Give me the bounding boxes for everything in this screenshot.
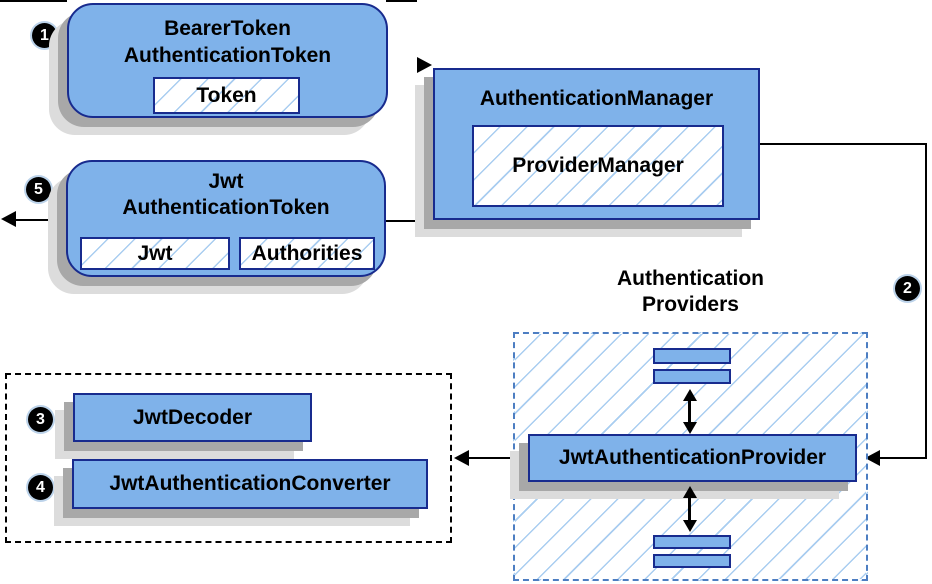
jwt-token-title-line2: AuthenticationToken xyxy=(122,196,330,219)
step-badge-2: 2 xyxy=(895,276,920,301)
manager-to-provider-bottom-line xyxy=(879,457,927,459)
double-arrow-up-icon xyxy=(683,486,697,498)
jwt-decoder-box: JwtDecoder xyxy=(73,393,312,442)
provider-placeholder-bar xyxy=(653,554,731,568)
double-arrow-down-icon xyxy=(683,520,697,532)
step-badge-5: 5 xyxy=(26,177,51,202)
authorities-chip: Authorities xyxy=(239,237,375,270)
arrowhead-left-icon xyxy=(865,450,880,466)
arrowhead-left-icon xyxy=(1,211,16,227)
bearer-to-manager-line xyxy=(386,0,417,2)
step-badge-1: 1 xyxy=(32,23,57,48)
step-badge-3: 3 xyxy=(28,407,53,432)
provider-placeholder-bar xyxy=(653,369,731,384)
jwt-authentication-token-box: Jwt AuthenticationToken Jwt Authorities xyxy=(66,160,386,277)
manager-to-provider-vertical-line xyxy=(925,143,927,459)
authentication-providers-group: JwtAuthenticationProvider xyxy=(513,332,868,581)
manager-to-jwt-token-line xyxy=(386,220,433,222)
jwt-token-out-line xyxy=(15,219,66,221)
jwt-converters-group xyxy=(5,373,452,543)
bearer-token-authentication-token-box: BearerToken AuthenticationToken Token xyxy=(67,3,388,118)
arrowhead-right-icon xyxy=(417,57,432,73)
authentication-manager-title: AuthenticationManager xyxy=(479,87,714,110)
provider-placeholder-bar xyxy=(653,535,731,549)
provider-to-converters-line xyxy=(468,457,521,459)
bearer-token-title-line1: BearerToken xyxy=(164,17,291,40)
double-arrow-shaft xyxy=(688,496,691,522)
bearer-token-title-line2: AuthenticationToken xyxy=(123,44,332,67)
jwt-authentication-provider-box: JwtAuthenticationProvider xyxy=(528,434,857,482)
authentication-providers-title-line2: Providers xyxy=(642,293,739,316)
provider-placeholder-bar xyxy=(653,348,731,364)
incoming-request-line xyxy=(0,0,67,2)
double-arrow-shaft xyxy=(688,399,691,424)
manager-to-provider-top-line xyxy=(760,143,927,145)
double-arrow-down-icon xyxy=(683,422,697,434)
authentication-providers-title-line1: Authentication xyxy=(617,267,764,290)
step-badge-4: 4 xyxy=(28,475,53,500)
jwt-chip: Jwt xyxy=(80,237,230,270)
provider-manager-chip: ProviderManager xyxy=(472,125,724,207)
arrowhead-left-icon xyxy=(454,450,469,466)
token-chip: Token xyxy=(153,77,300,114)
jwt-token-title-line1: Jwt xyxy=(208,170,244,193)
jwt-authentication-converter-box: JwtAuthenticationConverter xyxy=(72,459,428,509)
double-arrow-up-icon xyxy=(683,389,697,401)
authentication-manager-box: AuthenticationManager ProviderManager xyxy=(433,68,760,220)
